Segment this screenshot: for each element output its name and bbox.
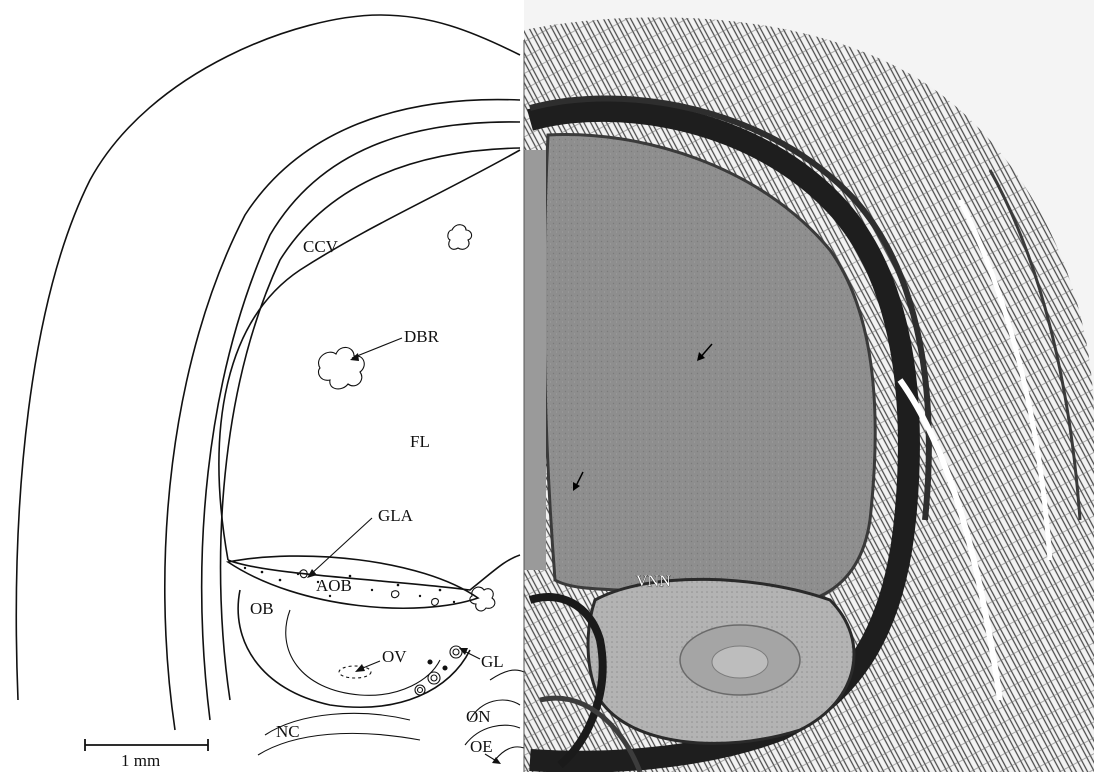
- micrograph-half: [524, 0, 1094, 772]
- scale-bar-label: 1 mm: [121, 751, 160, 770]
- label-aob: AOB: [316, 576, 352, 595]
- label-gl: GL: [481, 652, 504, 671]
- ccv-blob: [448, 225, 472, 250]
- label-on: ON: [466, 707, 491, 726]
- label-oe: OE: [470, 737, 493, 756]
- label-dbr: DBR: [404, 327, 440, 346]
- label-ov: OV: [382, 647, 407, 666]
- label-gla: GLA: [378, 506, 414, 525]
- line-drawing-half: [16, 15, 524, 764]
- label-ob: OB: [250, 599, 274, 618]
- label-vnn: VNN: [636, 573, 671, 590]
- label-ccv: CCV: [303, 237, 339, 256]
- scale-bar: 1 mm: [85, 739, 208, 770]
- label-fl: FL: [410, 432, 430, 451]
- gl-glomeruli: [415, 646, 462, 695]
- label-nc: NC: [276, 722, 300, 741]
